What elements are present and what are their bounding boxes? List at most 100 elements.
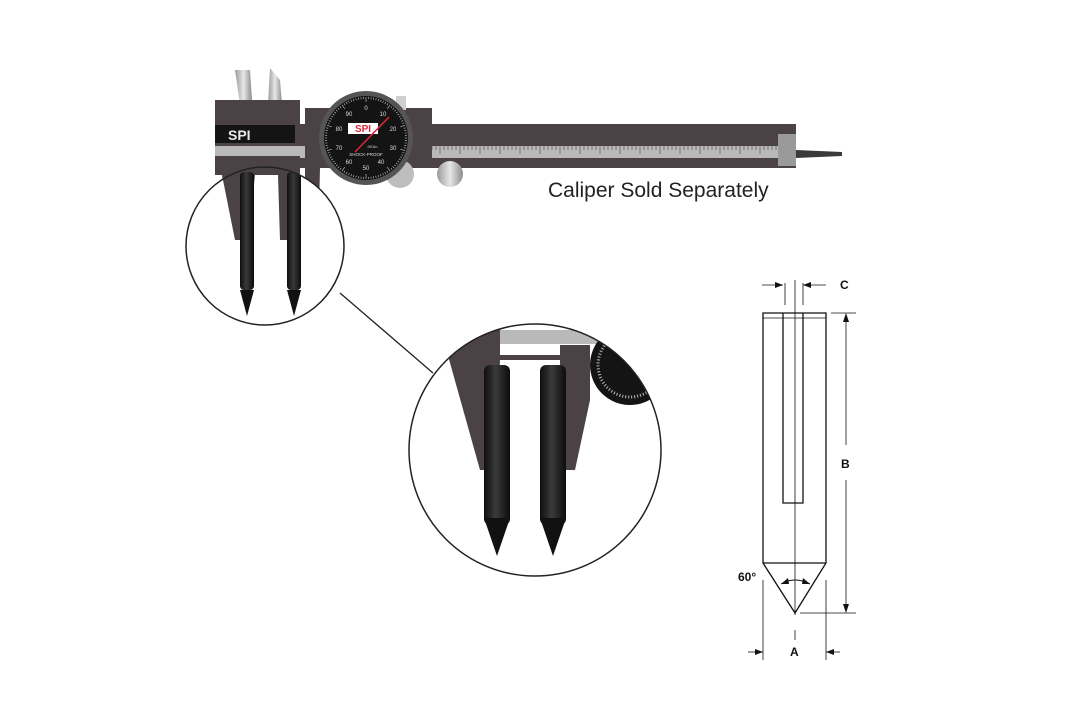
dial-number: 70 bbox=[336, 146, 343, 152]
dial-tick bbox=[384, 101, 387, 104]
dial-tick bbox=[353, 174, 355, 178]
dial-tick bbox=[395, 162, 398, 165]
dial-tick bbox=[392, 166, 395, 169]
dial-tick bbox=[326, 148, 332, 151]
dial-tick bbox=[390, 106, 393, 109]
dial-tick bbox=[401, 154, 404, 156]
dial-tick bbox=[350, 174, 352, 177]
dial-tick bbox=[339, 106, 342, 109]
small-circle bbox=[185, 166, 345, 326]
dial-logo: SPI bbox=[355, 124, 371, 135]
dial-tick bbox=[397, 113, 400, 116]
dial-tick bbox=[341, 104, 346, 110]
large-detail-view bbox=[409, 324, 661, 576]
dial-text: SHOCK-PROOF bbox=[349, 152, 383, 157]
dial-tick bbox=[343, 103, 346, 106]
dial-tick bbox=[386, 166, 391, 172]
dial-tick bbox=[345, 172, 348, 175]
dial-tick bbox=[392, 107, 395, 110]
dial-tick bbox=[402, 122, 405, 124]
dial-tick bbox=[337, 166, 340, 169]
dial-number: 80 bbox=[336, 127, 343, 133]
dial-tick bbox=[400, 117, 403, 120]
dial-number: 50 bbox=[363, 166, 370, 172]
dial-number: 0 bbox=[364, 106, 368, 112]
dial-number: 60 bbox=[346, 160, 353, 166]
large-circle bbox=[408, 323, 662, 577]
dial-tick bbox=[401, 120, 404, 122]
dial-number: 10 bbox=[380, 112, 387, 118]
dial-units: .001in bbox=[367, 144, 378, 149]
dial-tick bbox=[380, 174, 382, 177]
thumb-roller bbox=[437, 161, 463, 187]
depth-rod bbox=[796, 150, 842, 158]
dimension-drawing bbox=[748, 280, 856, 660]
dial-tick bbox=[395, 111, 398, 114]
dial-tick bbox=[386, 103, 389, 106]
dial-tick bbox=[382, 100, 384, 103]
dial-tick bbox=[390, 167, 393, 170]
dial-tick bbox=[380, 99, 382, 102]
angle-label: 60° bbox=[738, 570, 756, 584]
point-right-large bbox=[540, 365, 566, 525]
dial-tick bbox=[331, 115, 334, 118]
dial-tick bbox=[327, 152, 330, 154]
dial-number: 20 bbox=[390, 127, 397, 133]
dial-tick bbox=[332, 160, 335, 163]
dial-tick bbox=[343, 170, 346, 173]
connector-line bbox=[339, 292, 434, 374]
dial-tick bbox=[377, 174, 379, 178]
dial-tick bbox=[348, 100, 350, 103]
dial-tick bbox=[350, 99, 352, 102]
dial-tick bbox=[328, 154, 331, 156]
dial-tick bbox=[329, 117, 332, 120]
dial-tick bbox=[398, 158, 401, 161]
dial-number: 40 bbox=[378, 160, 385, 166]
arrowheads bbox=[755, 282, 849, 655]
dial-tick bbox=[332, 113, 335, 116]
dial-tick bbox=[339, 167, 342, 170]
dial-tick bbox=[402, 152, 405, 154]
dial-tick bbox=[329, 156, 332, 159]
label-c: C bbox=[840, 278, 849, 292]
dial-tick bbox=[345, 101, 348, 104]
dial-tick bbox=[400, 125, 406, 128]
dial-tick bbox=[348, 173, 350, 176]
dial-tick bbox=[400, 156, 403, 159]
dial-tick bbox=[394, 164, 397, 167]
dial-tick bbox=[335, 109, 338, 112]
point-right bbox=[287, 172, 301, 290]
dial-needle bbox=[354, 116, 390, 153]
dial-tick bbox=[337, 107, 340, 110]
dial-tick bbox=[400, 148, 406, 151]
dial-tick bbox=[384, 172, 387, 175]
dial-tick bbox=[326, 125, 332, 128]
small-detail-view bbox=[186, 167, 344, 325]
upper-sliding-jaw bbox=[268, 68, 282, 104]
lock-screw bbox=[396, 96, 406, 110]
point-left-large bbox=[484, 365, 510, 525]
dial-tick bbox=[386, 104, 391, 110]
dial-tick bbox=[386, 170, 389, 173]
dial-tick bbox=[328, 120, 331, 122]
dial-number: 30 bbox=[390, 146, 397, 152]
dial-tick bbox=[398, 115, 401, 118]
point-left bbox=[240, 172, 254, 290]
dial-tick bbox=[382, 173, 384, 176]
dial-tick bbox=[335, 164, 338, 167]
dial-tick bbox=[334, 162, 337, 165]
point-outline bbox=[762, 312, 827, 615]
dial-tick bbox=[327, 122, 330, 124]
brand-logo: SPI bbox=[228, 127, 251, 143]
label-a: A bbox=[790, 645, 799, 659]
dial-number: 90 bbox=[346, 112, 353, 118]
dial-tick bbox=[394, 109, 397, 112]
dial-tick bbox=[397, 160, 400, 163]
dial-tick bbox=[334, 111, 337, 114]
label-b: B bbox=[841, 457, 850, 471]
dial-tick bbox=[353, 98, 355, 102]
slot bbox=[782, 313, 804, 504]
dial-tick bbox=[377, 98, 379, 102]
dial-face bbox=[324, 96, 408, 180]
